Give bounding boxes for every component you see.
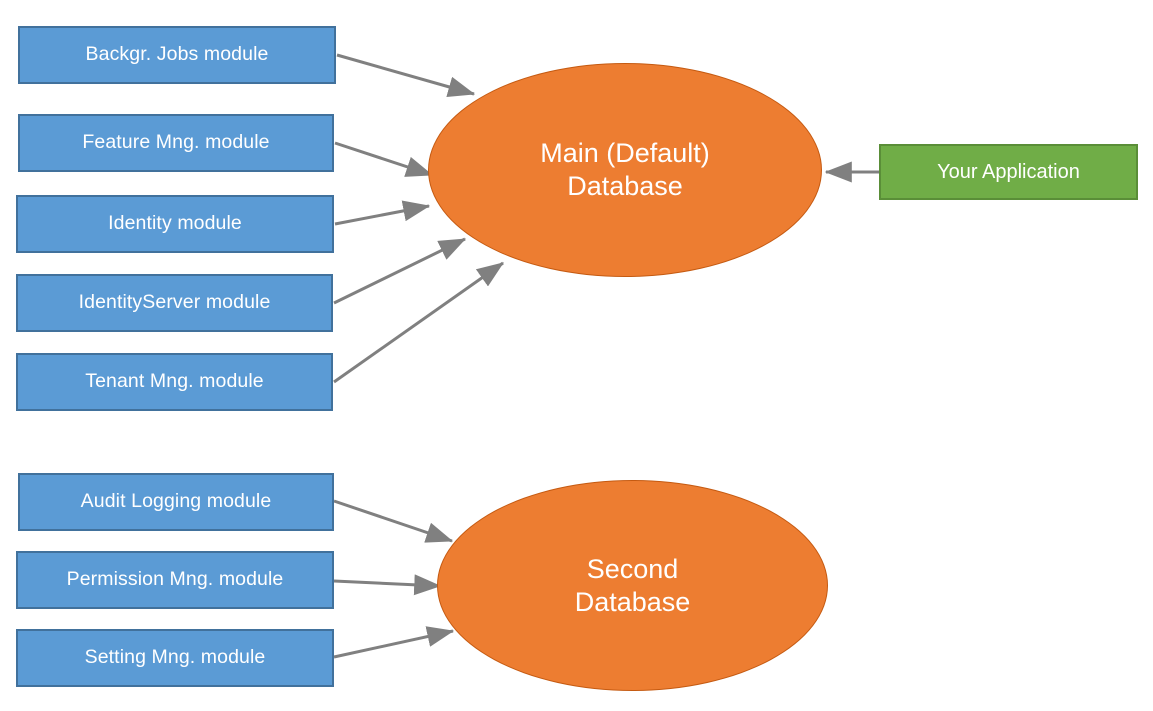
module-box-backgr-jobs[interactable]: Backgr. Jobs module bbox=[18, 26, 336, 84]
database-label-line1: Second bbox=[586, 553, 679, 584]
module-label: IdentityServer module bbox=[78, 291, 271, 314]
module-box-feature-mng[interactable]: Feature Mng. module bbox=[18, 114, 334, 172]
module-box-audit-logging[interactable]: Audit Logging module bbox=[18, 473, 334, 531]
module-label: Audit Logging module bbox=[80, 490, 272, 513]
database-main-default[interactable]: Main (Default) Database bbox=[428, 63, 822, 277]
connector-feature-mng-to-main-db bbox=[334, 141, 434, 177]
module-label: Setting Mng. module bbox=[84, 646, 266, 669]
connector-audit-logging-to-second-db bbox=[333, 499, 454, 543]
module-label: Backgr. Jobs module bbox=[85, 43, 269, 66]
module-label: Tenant Mng. module bbox=[85, 370, 264, 393]
connector-tenant-mng-to-main-db bbox=[333, 261, 504, 384]
database-label-line1: Main (Default) bbox=[540, 138, 710, 169]
connector-permission-mng-to-second-db bbox=[333, 574, 442, 596]
module-label: Permission Mng. module bbox=[66, 568, 284, 591]
module-box-setting-mng[interactable]: Setting Mng. module bbox=[16, 629, 334, 687]
module-box-identity[interactable]: Identity module bbox=[16, 195, 334, 253]
connector-setting-mng-to-second-db bbox=[333, 626, 455, 659]
module-box-tenant-mng[interactable]: Tenant Mng. module bbox=[16, 353, 333, 411]
module-box-identityserver[interactable]: IdentityServer module bbox=[16, 274, 333, 332]
database-second[interactable]: Second Database bbox=[437, 480, 828, 691]
database-label-line2: Database bbox=[574, 586, 691, 617]
application-label: Your Application bbox=[937, 160, 1080, 183]
connector-identityserver-to-main-db bbox=[333, 237, 467, 305]
module-box-permission-mng[interactable]: Permission Mng. module bbox=[16, 551, 334, 609]
connector-backgr-jobs-to-main-db bbox=[336, 53, 476, 98]
connector-identity-to-main-db bbox=[334, 200, 431, 226]
application-box[interactable]: Your Application bbox=[879, 144, 1138, 200]
module-label: Feature Mng. module bbox=[82, 131, 270, 154]
database-label-line2: Database bbox=[567, 171, 683, 201]
module-label: Identity module bbox=[108, 212, 242, 235]
